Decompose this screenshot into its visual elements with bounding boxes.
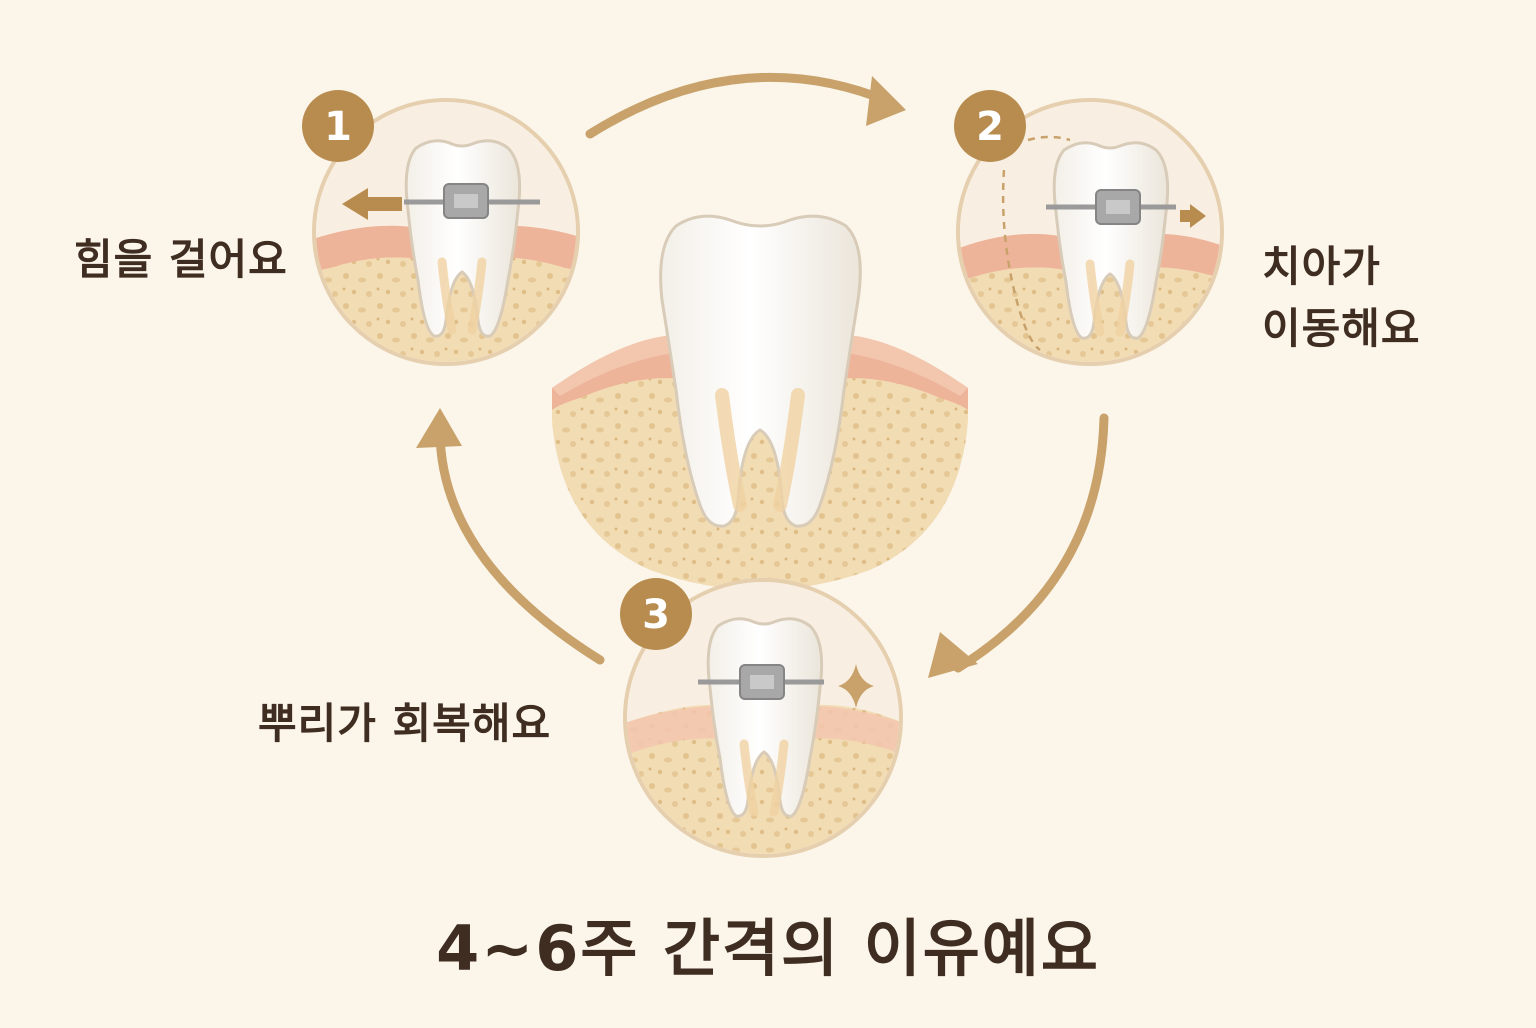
arrow-head-2	[928, 632, 978, 678]
step-2-number: 2	[976, 104, 1004, 150]
direction-arrow-icon	[342, 188, 402, 220]
center-tooth-illustration	[552, 214, 968, 590]
bracket-icon	[443, 183, 489, 219]
arrow-head-3	[416, 408, 462, 448]
arrow-step2-to-step3	[953, 413, 1109, 673]
tooth-icon	[404, 139, 522, 338]
arrow-step1-to-step2	[585, 72, 895, 139]
center-bone	[552, 335, 968, 590]
step-1-number: 1	[324, 104, 352, 150]
tooth-icon	[706, 617, 824, 818]
step-1-illustration: 1	[302, 90, 580, 366]
cycle-arrows	[435, 72, 1109, 673]
step-1-badge	[302, 90, 374, 162]
step-3-number: 3	[642, 592, 670, 638]
step-3-badge	[620, 578, 692, 650]
arrow-step3-to-step1	[435, 425, 605, 665]
tooth-icon	[659, 214, 862, 528]
bracket-icon	[739, 664, 785, 700]
step-2-label: 치아가 이동해요	[1262, 236, 1421, 360]
step-2-label-line-1: 치아가	[1262, 242, 1381, 291]
step-2-badge	[954, 90, 1026, 162]
arrow-head-1	[866, 76, 906, 126]
arrow-heads	[416, 76, 978, 678]
center-root-canal	[715, 388, 805, 512]
step-3-illustration: 3	[620, 578, 903, 858]
direction-arrow-icon	[1180, 204, 1206, 228]
diagram-caption: 4~6주 간격의 이유예요	[436, 912, 1100, 985]
step-1-label: 힘을 걸어요	[74, 235, 288, 284]
bracket-icon	[1095, 189, 1141, 225]
center-gum-top	[552, 335, 968, 396]
step-3-label: 뿌리가 회복해요	[258, 699, 552, 748]
sparkle-icon	[838, 664, 874, 708]
center-gum	[552, 340, 968, 410]
step-2-label-line-2: 이동해요	[1262, 304, 1421, 353]
step-2-illustration: 2	[954, 90, 1224, 366]
ghost-tooth-outline	[1001, 135, 1071, 352]
